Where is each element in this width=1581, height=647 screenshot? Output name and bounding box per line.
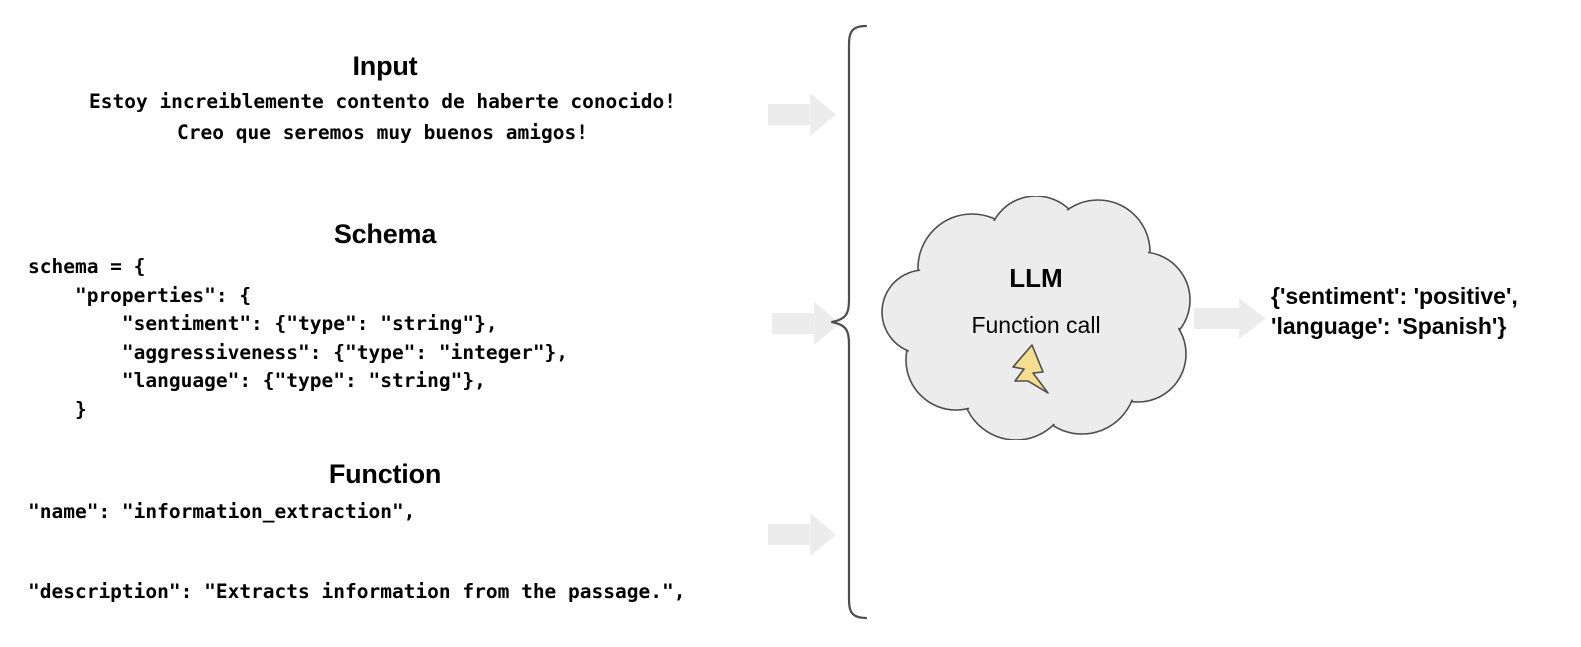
function-section-heading: Function <box>328 459 442 489</box>
cloud-shape <box>881 196 1191 440</box>
arrow-shaft <box>768 523 811 546</box>
input-section-heading: Input <box>352 51 418 81</box>
llm-label: LLM <box>1009 263 1063 293</box>
arrow-head <box>1238 298 1266 339</box>
function-call-label: Function call <box>971 312 1101 338</box>
curly-brace-icon <box>830 24 868 620</box>
schema-section-code: schema = { "properties": { "sentiment": … <box>28 255 569 421</box>
right-arrow-icon-input <box>768 93 836 136</box>
input-section-text: Estoy increiblemente contento de haberte… <box>89 90 676 144</box>
arrow-shaft <box>772 312 815 335</box>
output-result-text: {'sentiment': 'positive', 'language': 'S… <box>1271 283 1518 339</box>
function-section-code: "name": "information_extraction", "descr… <box>28 500 686 603</box>
schema-section-heading: Schema <box>333 219 437 249</box>
right-arrow-icon-output <box>1194 298 1266 339</box>
right-arrow-icon-function <box>768 513 836 556</box>
arrow-shaft <box>1194 308 1239 329</box>
lightning-bolt-icon <box>1012 344 1049 394</box>
arrow-shaft <box>768 103 811 126</box>
